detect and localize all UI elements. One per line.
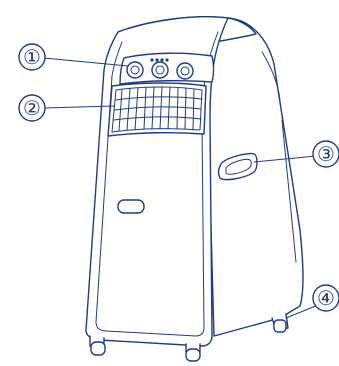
callout-label-2: ② xyxy=(19,95,45,121)
callout-label-1: ① xyxy=(19,44,45,70)
callout-label-3: ③ xyxy=(313,141,339,167)
callout-number-3: ③ xyxy=(317,144,335,166)
callout-label-4: ④ xyxy=(313,285,339,311)
callout-number-4: ④ xyxy=(317,288,335,310)
caster-wheel-front-right xyxy=(186,349,200,361)
caster-wheel-front-left xyxy=(91,342,105,355)
callout-number-2: ② xyxy=(23,98,41,120)
callout-number-1: ① xyxy=(23,47,41,69)
air-outlet-grille xyxy=(108,83,206,136)
control-knob-right xyxy=(177,63,193,79)
caster-wheel-rear-right xyxy=(274,320,286,332)
control-knob-center xyxy=(152,62,168,78)
front-slot xyxy=(118,200,144,213)
control-panel xyxy=(120,53,214,84)
control-knob-left xyxy=(127,62,143,78)
